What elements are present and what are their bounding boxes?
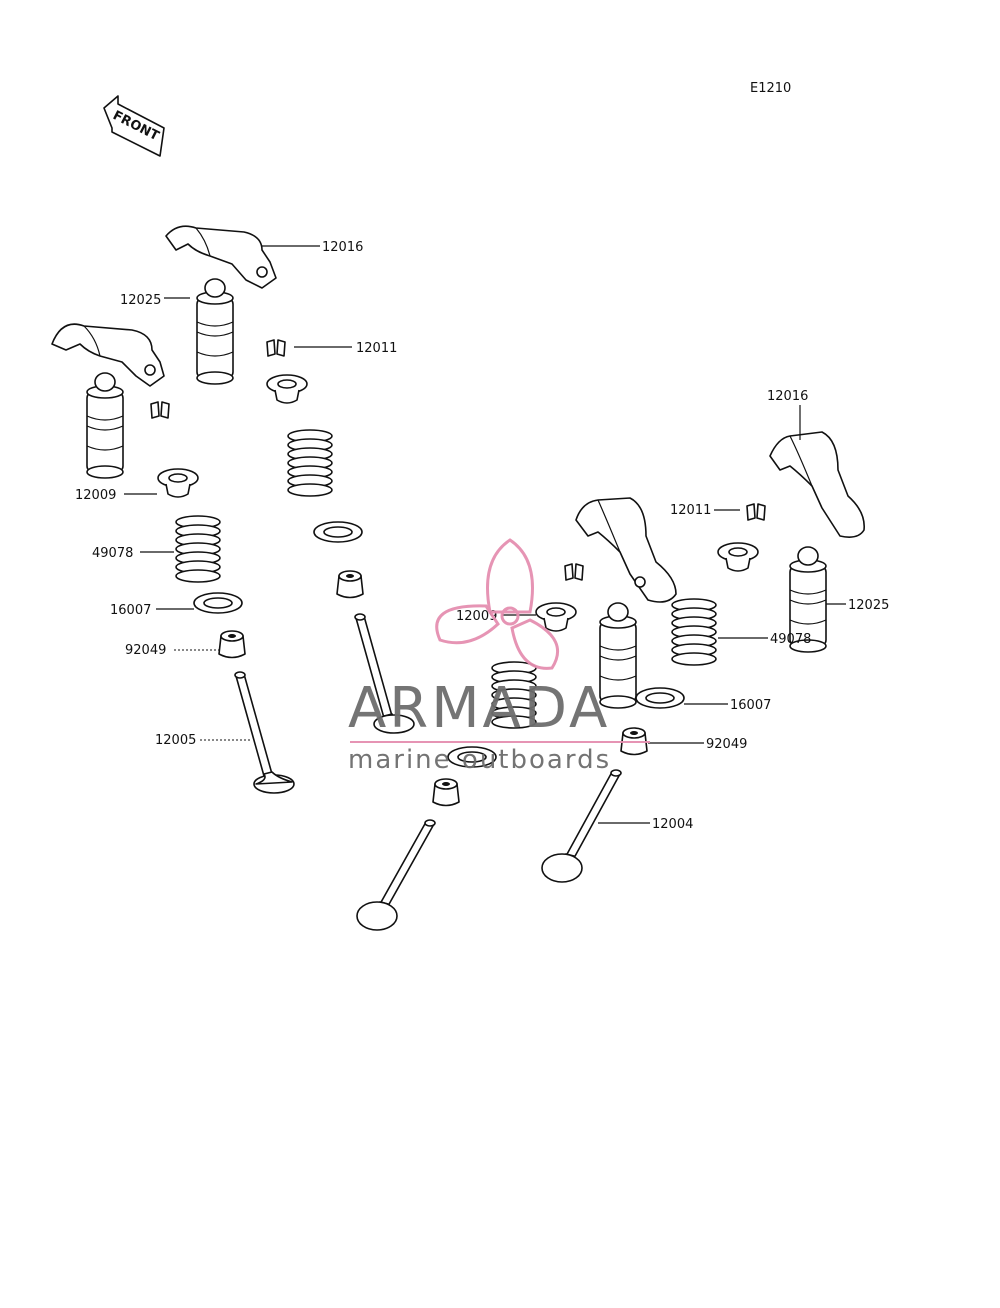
callout-seat-left: 16007	[110, 603, 151, 618]
keeper-left-lower	[150, 401, 170, 419]
watermark: ARMADA marine outboards	[348, 538, 650, 775]
callout-valve-left: 12005	[155, 733, 196, 748]
callout-rocker-right: 12016	[767, 389, 808, 404]
retainer-right	[717, 542, 759, 572]
rocker-arm-left-lower	[51, 323, 165, 387]
spring-left-upper	[287, 429, 333, 497]
valve-right	[541, 769, 622, 883]
seat-left-upper	[313, 521, 363, 543]
seal-left-upper	[336, 570, 364, 599]
callout-lifter-left: 12025	[120, 293, 161, 308]
callout-valve-right: 12004	[652, 817, 693, 832]
seal-right-middle	[432, 778, 460, 807]
valve-left	[234, 671, 295, 794]
callout-lifter-right: 12025	[848, 598, 889, 613]
watermark-subtitle: marine outboards	[348, 745, 611, 775]
retainer-left-upper	[266, 374, 308, 404]
retainer-left-lower	[157, 468, 199, 498]
keeper-right	[746, 503, 766, 521]
valve-right-middle	[356, 819, 436, 931]
front-arrow-icon: FRONT	[103, 95, 165, 157]
propeller-logo-icon	[435, 538, 560, 670]
diagram-code: E1210	[750, 81, 791, 96]
rocker-arm-right-middle	[575, 497, 677, 603]
callout-keeper-right: 12011	[670, 503, 711, 518]
watermark-title: ARMADA	[348, 676, 610, 741]
rocker-arm-right	[769, 431, 865, 538]
lifter-left-lower	[86, 372, 124, 479]
seal-left-lower	[218, 630, 246, 659]
callout-seal-left: 92049	[125, 643, 166, 658]
spring-right	[671, 598, 717, 666]
keeper-left-upper	[266, 339, 286, 357]
callout-spring-right: 49078	[770, 632, 811, 647]
rocker-arm-left-upper	[165, 225, 277, 289]
seat-right	[635, 687, 685, 709]
callout-spring-left: 49078	[92, 546, 133, 561]
valve-left-back	[354, 613, 415, 734]
keeper-right-middle	[564, 563, 584, 581]
callout-retainer-right: 12009	[456, 609, 497, 624]
seat-left-lower	[193, 592, 243, 614]
callout-seat-right: 16007	[730, 698, 771, 713]
callout-seal-right: 92049	[706, 737, 747, 752]
callout-rocker-left: 12016	[322, 240, 363, 255]
callout-retainer-left: 12009	[75, 488, 116, 503]
spring-left-lower	[175, 515, 221, 583]
callout-keeper-left: 12011	[356, 341, 397, 356]
lifter-left-upper	[196, 278, 234, 385]
